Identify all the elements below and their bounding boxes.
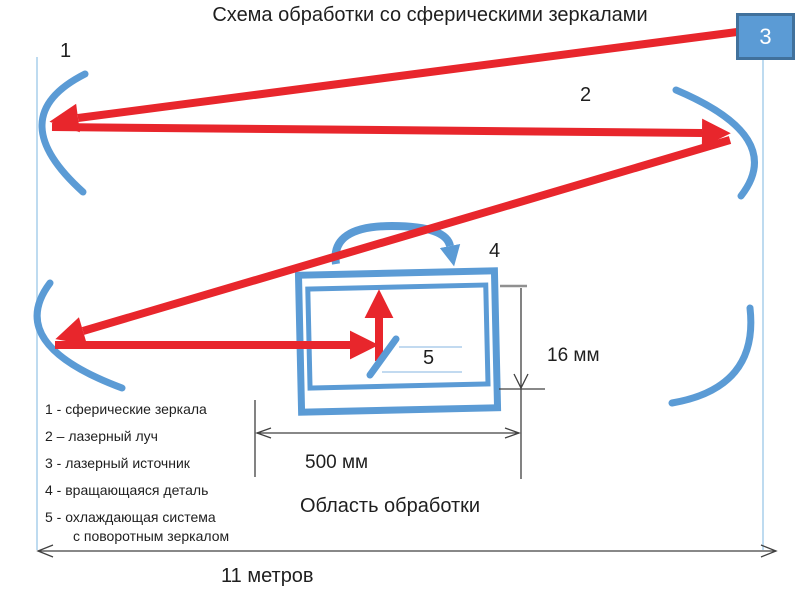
diagram-title: Схема обработки со сферическими зеркалам… <box>212 4 648 26</box>
dim-11m-right-arrowhead <box>760 544 778 558</box>
dim-500mm-left-arrowhead <box>255 427 272 439</box>
rotation-arrow-icon <box>331 221 461 267</box>
legend-item-4: 4 - вращающаяся деталь <box>45 482 209 498</box>
legend-item-5-continued: с поворотным зеркалом <box>73 528 230 544</box>
laser-beam-mirror2-to-mirror3 <box>55 136 732 345</box>
callout-2-laser-beam: 2 <box>580 84 592 106</box>
legend-item-1: 1 - сферические зеркала <box>45 401 207 417</box>
laser-beam-source-to-mirror1 <box>49 28 738 133</box>
legend-item-2: 2 – лазерный луч <box>45 428 158 444</box>
legend-item-3: 3 - лазерный источник <box>45 455 190 471</box>
processing-area-label: Область обработки <box>300 495 481 517</box>
spherical-mirror-top-left <box>38 70 89 196</box>
rotating-part-inner-frame <box>305 282 491 391</box>
dim-11m-label: 11 метров <box>221 565 314 587</box>
spherical-mirror-bottom-right <box>668 304 755 407</box>
callout-4-rotating-part: 4 <box>489 240 501 262</box>
laser-source-box: 3 <box>736 13 795 60</box>
legend-item-5: 5 - охлаждающая система <box>45 509 216 525</box>
laser-beam-mirror1-to-mirror2 <box>51 118 731 148</box>
callout-5-cooling-system: 5 <box>423 347 435 369</box>
spherical-mirror-bottom-left <box>33 279 126 392</box>
dim-500mm-label: 500 мм <box>305 452 369 473</box>
dim-11m-left-arrowhead <box>36 544 54 558</box>
turning-mirror <box>366 335 400 379</box>
spherical-mirror-top-right <box>672 86 758 200</box>
dim-500mm-right-arrowhead <box>504 427 521 439</box>
dim-16mm-label: 16 мм <box>547 345 600 366</box>
callout-3-laser-source: 3 <box>759 23 772 49</box>
callout-1-spherical-mirror: 1 <box>60 40 72 62</box>
dim-16mm-arrowhead <box>513 373 529 390</box>
